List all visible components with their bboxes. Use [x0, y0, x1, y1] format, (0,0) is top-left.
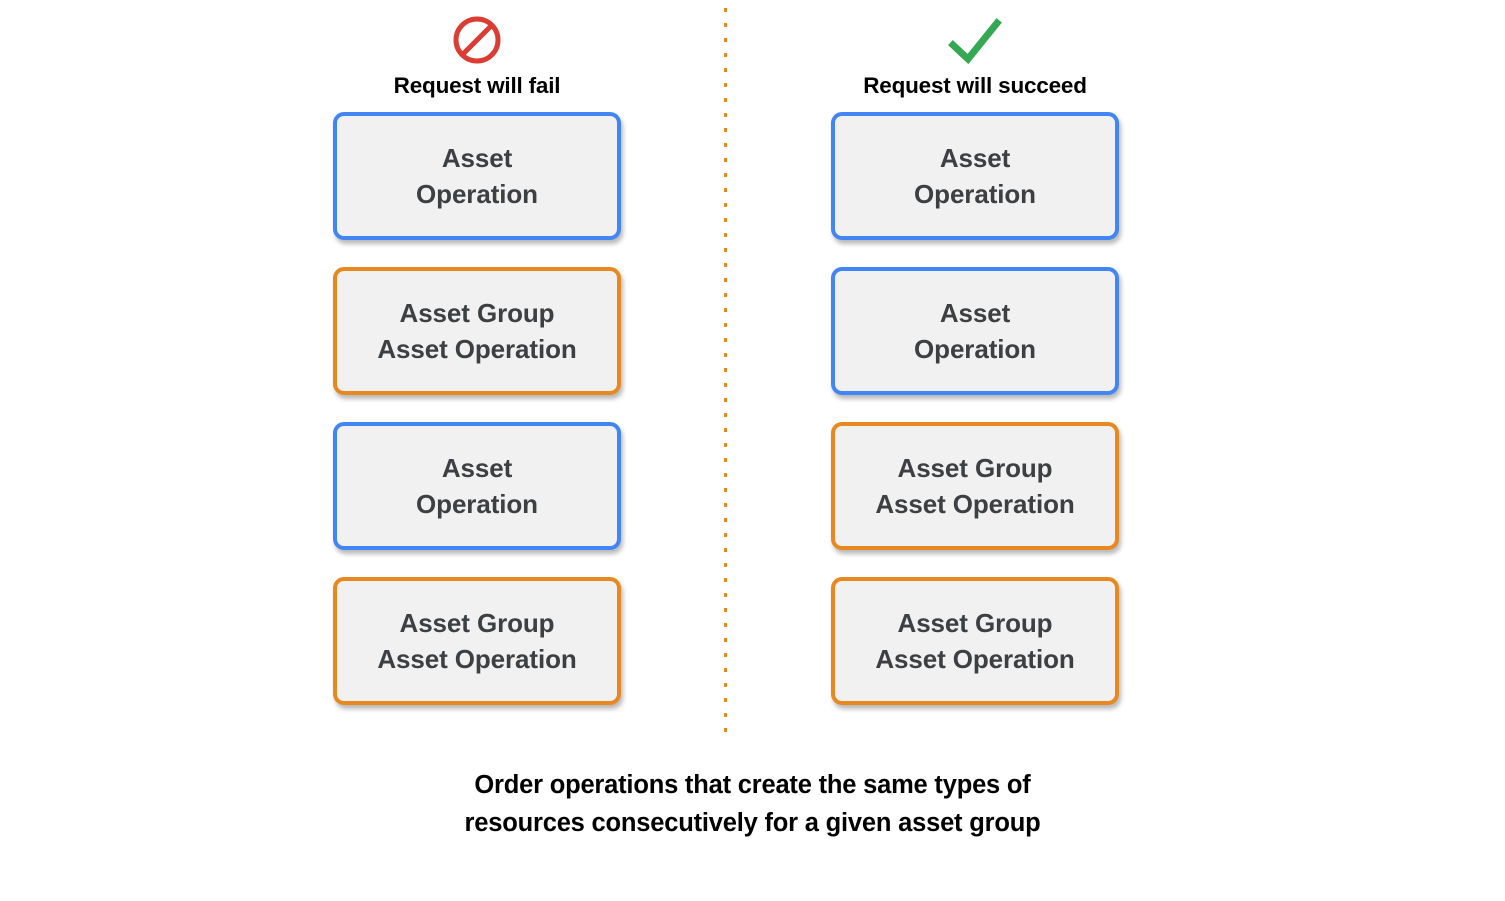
- column-header-succeed: Request will succeed: [795, 12, 1155, 100]
- column-title-fail: Request will fail: [393, 73, 561, 98]
- column-divider: [724, 8, 727, 736]
- operation-box[interactable]: Asset Group Asset Operation: [333, 267, 621, 395]
- operation-box[interactable]: Asset Group Asset Operation: [831, 577, 1119, 705]
- operation-box-label: Asset Operation: [914, 143, 1036, 209]
- operation-box[interactable]: Asset Operation: [831, 267, 1119, 395]
- operation-box-label: Asset Operation: [914, 298, 1036, 364]
- column-title-succeed: Request will succeed: [863, 73, 1087, 98]
- operation-box[interactable]: Asset Group Asset Operation: [831, 422, 1119, 550]
- diagram-caption: Order operations that create the same ty…: [464, 771, 1041, 837]
- operation-box-label: Asset Operation: [416, 143, 538, 209]
- operation-box[interactable]: Asset Operation: [333, 422, 621, 550]
- column-header-fail: Request will fail: [297, 12, 657, 100]
- operation-box-label: Asset Group Asset Operation: [377, 298, 577, 364]
- operation-box-label: Asset Group Asset Operation: [377, 608, 577, 674]
- operation-box[interactable]: Asset Group Asset Operation: [333, 577, 621, 705]
- operation-box[interactable]: Asset Operation: [831, 112, 1119, 240]
- operation-box-label: Asset Group Asset Operation: [875, 608, 1075, 674]
- checkmark-icon: [795, 12, 1155, 68]
- operation-box-label: Asset Group Asset Operation: [875, 453, 1075, 519]
- operation-box[interactable]: Asset Operation: [333, 112, 621, 240]
- operation-box-label: Asset Operation: [416, 453, 538, 519]
- box-stack-fail: Asset Operation Asset Group Asset Operat…: [333, 112, 621, 732]
- box-stack-succeed: Asset Operation Asset Operation Asset Gr…: [831, 112, 1119, 732]
- prohibited-icon: [297, 12, 657, 68]
